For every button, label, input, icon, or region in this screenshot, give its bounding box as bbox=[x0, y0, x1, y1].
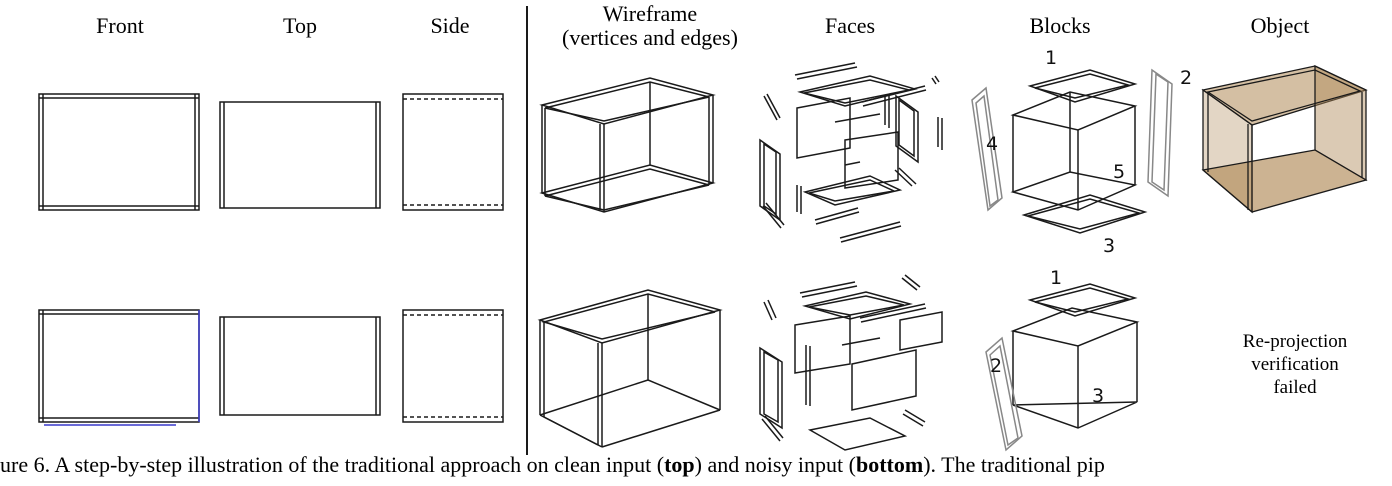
header-blocks: Blocks bbox=[1029, 13, 1091, 38]
header-front: Front bbox=[96, 13, 144, 38]
header-top: Top bbox=[283, 13, 317, 38]
block-label-1-noisy: 1 bbox=[1050, 267, 1062, 289]
caption-prefix: ure 6. A step-by-step illustration of th… bbox=[0, 452, 665, 477]
top-view-clean bbox=[219, 101, 381, 209]
header-side: Side bbox=[430, 13, 470, 38]
header-wireframe: Wireframe (vertices and edges) bbox=[540, 2, 760, 50]
object-render bbox=[1201, 64, 1368, 214]
block-label-1-clean: 1 bbox=[1045, 47, 1057, 69]
header-wireframe-line1: Wireframe bbox=[602, 1, 698, 26]
caption-middle: ) and noisy input ( bbox=[694, 452, 856, 477]
blocks-noisy bbox=[985, 283, 1140, 452]
block-label-2-noisy: 2 bbox=[990, 355, 1002, 377]
faces-clean bbox=[759, 62, 943, 243]
side-view-noisy bbox=[402, 309, 504, 423]
header-faces: Faces bbox=[824, 13, 876, 38]
failure-line-1: Re-projection bbox=[1242, 331, 1348, 352]
failure-line-3: failed bbox=[1273, 377, 1317, 398]
caption-suffix: ). The traditional pip bbox=[923, 452, 1105, 477]
block-label-3-noisy: 3 bbox=[1092, 385, 1104, 407]
caption-bold-top: top bbox=[664, 452, 695, 477]
top-view-noisy bbox=[219, 316, 381, 416]
faces-noisy bbox=[759, 274, 943, 451]
front-view-noisy bbox=[38, 309, 200, 426]
caption-bold-bottom: bottom bbox=[856, 452, 924, 477]
front-view-clean bbox=[38, 93, 200, 211]
blocks-clean bbox=[971, 68, 1173, 234]
wireframe-clean bbox=[539, 77, 716, 213]
block-label-4-clean: 4 bbox=[986, 133, 998, 155]
header-object: Object bbox=[1250, 13, 1310, 38]
block-label-5-clean: 5 bbox=[1113, 161, 1125, 183]
block-label-3-clean: 3 bbox=[1103, 235, 1115, 257]
side-view-clean bbox=[402, 93, 504, 211]
block-label-2-clean: 2 bbox=[1180, 67, 1192, 89]
failure-line-2: verification bbox=[1251, 354, 1339, 375]
header-wireframe-line2: (vertices and edges) bbox=[562, 25, 738, 50]
wireframe-noisy bbox=[537, 289, 723, 448]
failure-message: Re-projection verification failed bbox=[1205, 330, 1385, 399]
figure-caption: ure 6. A step-by-step illustration of th… bbox=[0, 452, 1392, 478]
